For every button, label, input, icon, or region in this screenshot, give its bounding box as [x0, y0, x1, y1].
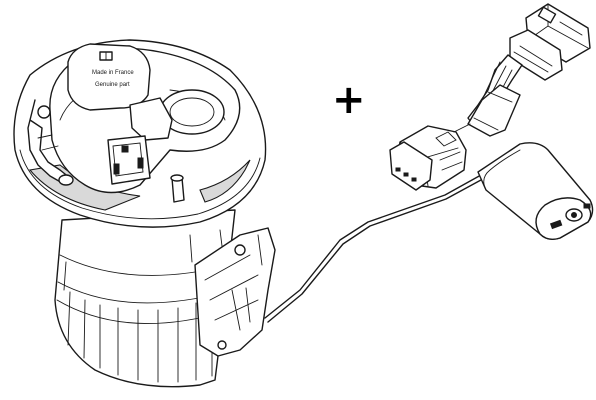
pump-electrical-socket — [107, 135, 151, 185]
cover-label-line-1: Made in France — [92, 70, 134, 76]
harness-wire-bundle — [467, 54, 523, 137]
cover-label-line-2: Genuine part — [95, 82, 130, 88]
plus-sign: + — [332, 77, 366, 123]
fuel-pump-module: Made in France Genuine part — [13, 39, 493, 388]
adapter-harness — [389, 3, 591, 191]
cover-label-plate: Made in France Genuine part — [67, 43, 151, 111]
harness-top-connector — [509, 3, 591, 81]
level-sensor-float — [477, 142, 594, 241]
fuel-outlet-pipe — [27, 99, 74, 186]
harness-bottom-connector — [389, 123, 471, 191]
level-sensor-bracket — [194, 227, 276, 357]
float-arm — [264, 169, 491, 319]
return-pipe — [170, 174, 185, 203]
housing-tab — [129, 97, 173, 141]
float-arm-edge — [267, 173, 493, 323]
